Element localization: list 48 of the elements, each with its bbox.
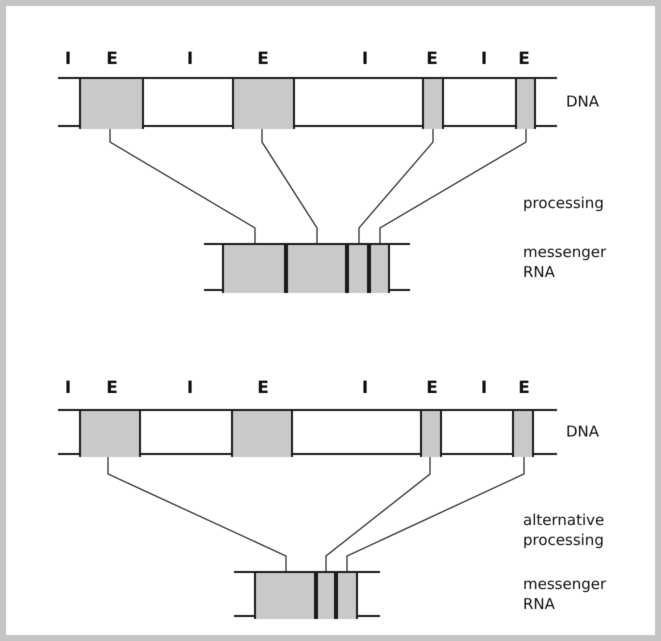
segment-letter: E <box>105 49 119 69</box>
segment-letter: I <box>360 49 370 69</box>
segment-letter: I <box>186 378 194 398</box>
exon-block <box>369 245 390 293</box>
strand-band <box>58 409 557 455</box>
exon-block <box>286 245 347 293</box>
exon-block <box>232 79 295 129</box>
exon-block <box>422 79 444 129</box>
connector-line <box>107 455 287 571</box>
process-label: messenger RNA <box>523 242 608 282</box>
segment-letter: E <box>517 49 531 69</box>
segment-letter: E <box>256 49 270 69</box>
exon-block <box>512 411 534 457</box>
segment-letter: I <box>64 49 72 69</box>
strand-band <box>234 571 380 617</box>
exon-block <box>515 79 536 129</box>
process-label: messenger RNA <box>523 574 608 614</box>
segment-letter: I <box>360 378 370 398</box>
strand-band <box>58 77 557 127</box>
connector-line <box>261 127 318 243</box>
segment-letter: I <box>480 378 488 398</box>
connector-line <box>379 127 527 243</box>
exon-block <box>254 573 316 619</box>
connector-line <box>346 455 525 571</box>
connector-line <box>358 127 434 243</box>
segment-letter: E <box>517 378 531 398</box>
exon-block <box>79 79 144 129</box>
strand-label: DNA <box>566 422 600 442</box>
connector-line <box>109 127 256 243</box>
exon-block <box>316 573 336 619</box>
strand-label: DNA <box>566 92 600 112</box>
strand-band <box>204 243 410 291</box>
segment-letter: I <box>480 49 488 69</box>
segment-letter: E <box>425 49 439 69</box>
segment-letter: E <box>425 378 439 398</box>
process-label: processing <box>523 193 605 213</box>
segment-letter: I <box>64 378 72 398</box>
process-label: alternative processing <box>523 510 606 550</box>
exon-block <box>231 411 293 457</box>
exon-block <box>222 245 286 293</box>
exon-block <box>79 411 141 457</box>
exon-block <box>347 245 369 293</box>
exon-block <box>420 411 442 457</box>
segment-letter: I <box>186 49 194 69</box>
exon-block <box>336 573 358 619</box>
segment-letter: E <box>256 378 270 398</box>
segment-letter: E <box>105 378 119 398</box>
connector-line <box>325 455 431 571</box>
